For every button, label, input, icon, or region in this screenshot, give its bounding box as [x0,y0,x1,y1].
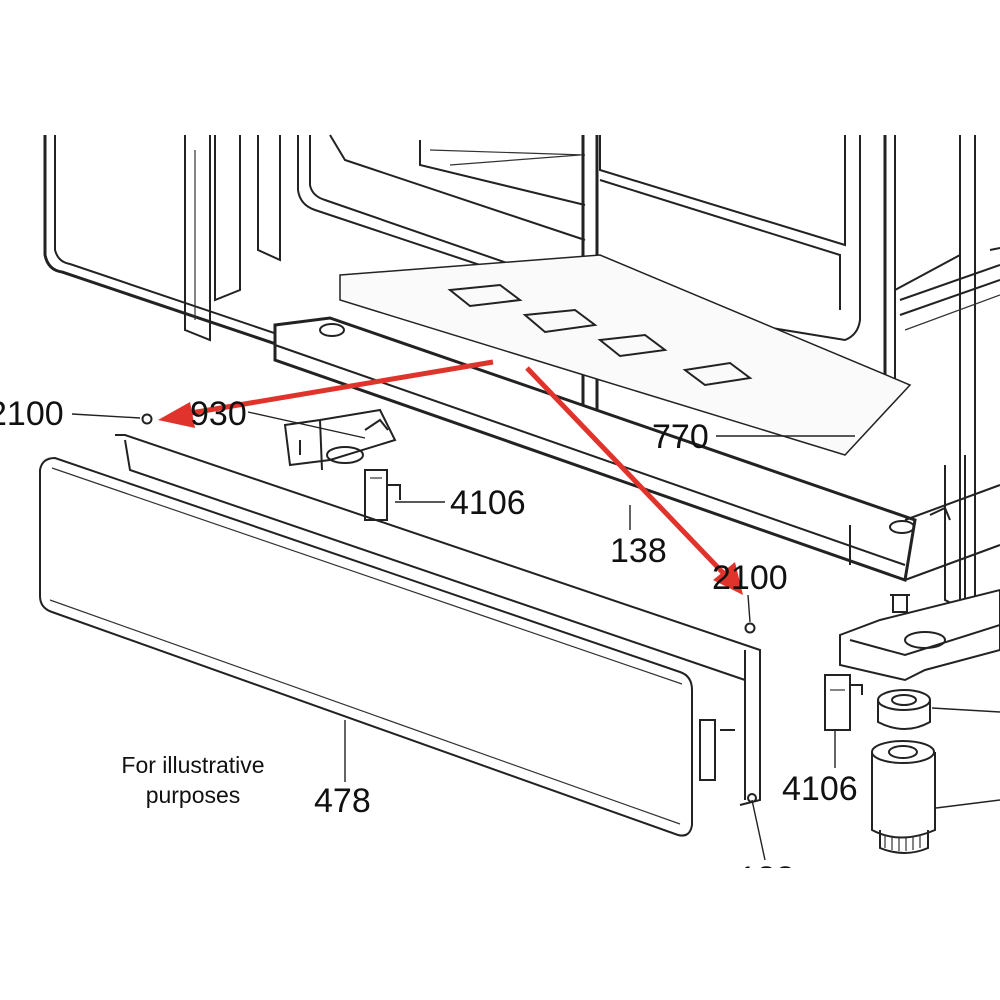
drawer-body [115,434,761,806]
arrow-to-right-screw [525,366,730,580]
floor-panel-770 [339,254,912,456]
leader-lines [71,411,1000,861]
callout-2100-left: 2100 [0,395,64,433]
bracket-930 [283,408,397,471]
red-arrows [158,359,743,595]
bracket-right [839,588,1000,682]
base-frame-138 [273,316,1000,583]
drawer-front-478 [39,456,693,837]
leveling-leg [871,740,936,854]
callout-4106-center: 4106 [450,484,526,522]
roller [877,689,931,730]
note-line-2: purposes [146,782,241,808]
arrow-to-left-screw [184,359,494,417]
hinge-4106-right [824,674,863,731]
note-line-1: For illustrative [121,752,264,778]
illustrative-note: For illustrative purposes [121,752,264,808]
bolt-right [890,594,910,613]
hinge-4106-center [364,469,401,521]
callout-930: 930 [190,395,247,433]
callout-770: 770 [652,418,709,456]
callout-2100-right: 2100 [712,559,788,597]
callout-478: 478 [314,782,371,820]
crop-mask [0,868,1000,1000]
screw-2100-left [141,413,153,425]
arrow-head-left [158,402,195,428]
screw-2100-right [744,622,756,634]
arrow-head-right [713,562,743,595]
callout-138: 138 [610,532,667,570]
callout-4106-right: 4106 [782,770,858,808]
